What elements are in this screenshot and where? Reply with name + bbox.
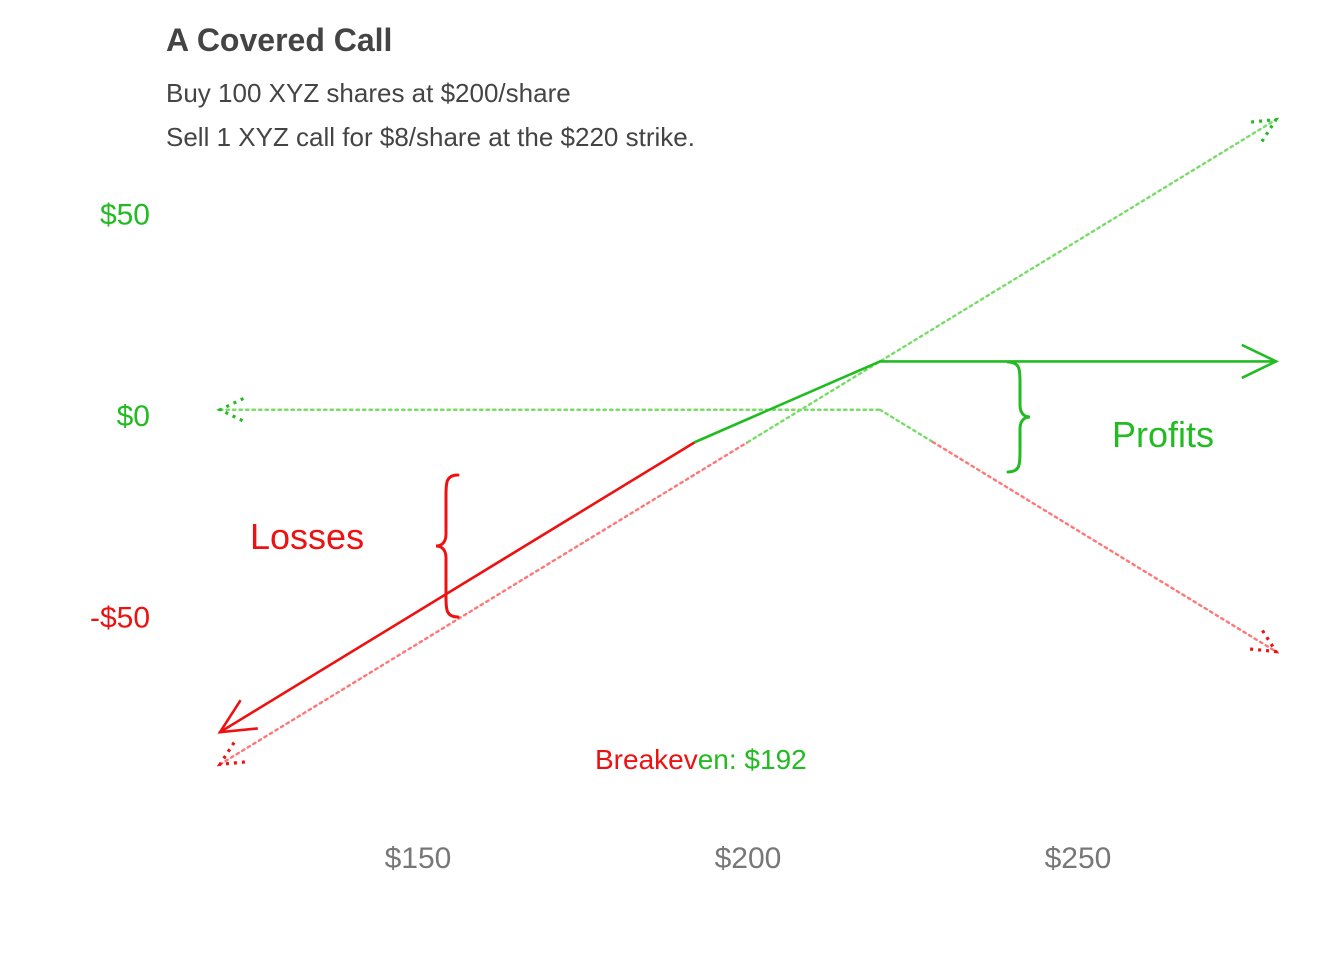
series-3-segment-2-1 xyxy=(878,408,934,444)
profits-annotation: Profits xyxy=(1112,414,1214,455)
breakeven-label-part-2: en: $192 xyxy=(698,744,807,775)
series-3-arrowhead-end xyxy=(1249,628,1280,654)
series-2-segment-2-1 xyxy=(746,118,1278,444)
series-1-arrowhead-start xyxy=(217,699,258,734)
x-tick-label-2: $200 xyxy=(715,842,782,875)
series-2-arrowhead-end xyxy=(1249,117,1280,143)
solid-line-layer xyxy=(218,360,1278,734)
breakeven-label: Breakeven: $192 xyxy=(595,744,807,775)
series-1-segment-1-1 xyxy=(218,440,697,734)
y-tick-label-2: $0 xyxy=(117,400,150,433)
chart-text-layer: $150 $200 $250 $50 $0 -$50 ProfitsLossesBreake… xyxy=(90,199,1214,876)
braces-layer xyxy=(435,360,1031,619)
chart-subtitle-line-2: Sell 1 XYZ call for $8/share at the $220… xyxy=(166,122,695,152)
series-3-arrowhead-start xyxy=(216,397,245,423)
y-tick-label-1: $50 xyxy=(100,199,150,232)
x-tick-label-1: $150 xyxy=(385,842,452,875)
x-tick-label-3: $250 xyxy=(1045,842,1112,875)
arrowheads-layer xyxy=(216,117,1280,767)
chart-title: A Covered Call xyxy=(166,22,393,58)
series-2-segment-1-1 xyxy=(218,440,750,766)
losses-annotation: Losses xyxy=(250,516,364,557)
series-2-arrowhead-start xyxy=(216,741,247,767)
series-1-arrowhead-end xyxy=(1241,343,1279,380)
loss-brace xyxy=(435,473,460,619)
dotted-lines-layer xyxy=(218,118,1278,766)
series-3-segment-2-2 xyxy=(931,440,1278,653)
breakeven-label-part-1: Breakev xyxy=(595,744,698,775)
chart-subtitle-line-1: Buy 100 XYZ shares at $200/share xyxy=(166,78,571,108)
profit-brace xyxy=(1006,360,1031,474)
y-tick-label-3: -$50 xyxy=(90,602,150,635)
series-1-segment-2-1 xyxy=(693,360,882,444)
